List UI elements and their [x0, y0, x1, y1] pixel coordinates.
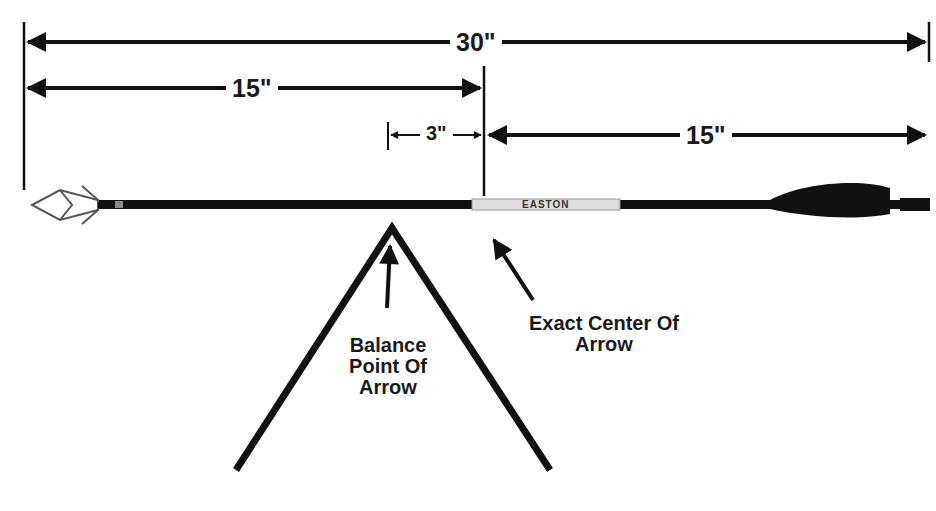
broadhead	[32, 186, 98, 224]
nock	[900, 198, 930, 211]
dimension-label: 15"	[226, 75, 278, 101]
extension-line	[928, 22, 931, 62]
callout-label: Balance Point Of Arrow	[328, 335, 448, 398]
dimension-label: 15"	[680, 122, 732, 148]
callout-label: Exact Center Of Arrow	[519, 313, 689, 355]
pointer-arrow	[494, 240, 533, 300]
ferrule	[98, 202, 112, 208]
extension-line	[387, 122, 389, 150]
fletching	[770, 183, 890, 206]
extension-line	[483, 66, 486, 196]
balance-fulcrum	[236, 228, 550, 470]
shaft-band	[115, 201, 123, 208]
dimension-label: 30"	[450, 29, 502, 55]
extension-line	[23, 22, 26, 190]
dimension-label: 3"	[420, 123, 453, 144]
pointer-arrow	[387, 246, 390, 308]
shaft-logo-band	[472, 199, 620, 210]
fletching	[770, 209, 890, 217]
brand-text: EASTON	[522, 200, 570, 211]
